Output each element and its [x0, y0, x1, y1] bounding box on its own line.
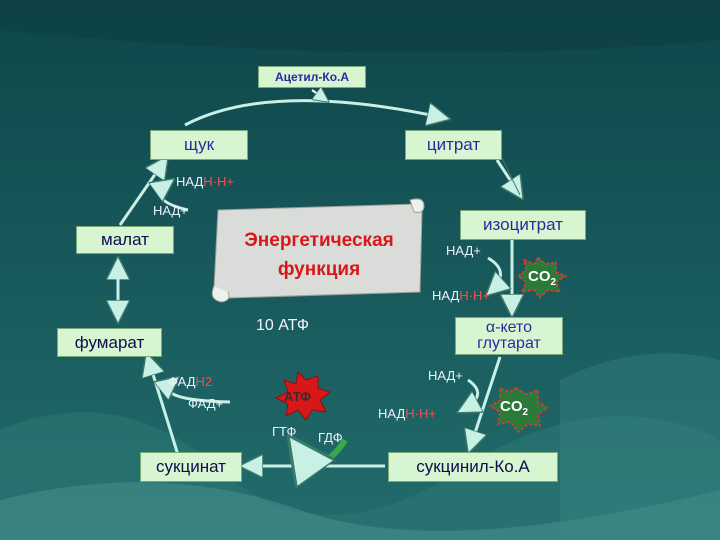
acetyl-coa-box: Ацетил-Ко.А — [258, 66, 366, 88]
energy-title-line2: функция — [277, 259, 361, 280]
nadh-suffix-2: Н·Н+ — [459, 288, 490, 303]
gtp-label: ГТФ — [272, 424, 297, 439]
co2-sub-2: 2 — [522, 407, 529, 418]
alpha-ketoglutarate-label-2: глутарат — [477, 335, 541, 352]
citrate-box: цитрат — [405, 130, 502, 160]
nad-prefix-3: НАД — [378, 406, 406, 421]
fumarate-label: фумарат — [74, 332, 145, 352]
co2-star-1 — [516, 256, 568, 300]
nad-plus-malate-label: НАД+ — [153, 203, 188, 218]
nadh-alpha-label: НАДН·Н+ — [378, 406, 436, 421]
atp-total-label: 10 АТФ — [256, 317, 310, 334]
energy-scroll — [211, 198, 425, 303]
nad-plus-alpha-label: НАД+ — [428, 368, 463, 383]
fad-plus-label: ФАД+ — [188, 396, 224, 411]
co2-sub-1: 2 — [550, 277, 557, 288]
fadh2-label: ФАДН2 — [168, 374, 212, 389]
arrow-nad-isocitrate — [488, 256, 501, 292]
arrow-alpha-ketoglutarate-to-succinyl-coa — [470, 356, 502, 448]
arrow-malate-to-oxaloacetate — [118, 160, 165, 226]
arrow-acetyl-coa — [311, 90, 326, 100]
arrow-nad-malate — [161, 182, 189, 212]
malate-label: малат — [101, 230, 149, 249]
arrow-nad-alpha-ketoglutarate — [462, 378, 478, 410]
energy-function-title: Энергетическая функция — [222, 226, 416, 284]
nad-plus-isocitrate-label: НАД+ — [446, 243, 481, 258]
gdp-label: ГДФ — [318, 430, 343, 445]
co2-star-2 — [488, 386, 550, 434]
succinyl-coa-box: сукцинил-Ко.А — [388, 452, 558, 482]
nad-prefix-2: НАД — [432, 288, 460, 303]
nadh-isocitrate-label: НАДН·Н+ — [432, 288, 490, 303]
nadh-malate-label: НАДН·Н+ — [176, 174, 234, 189]
arrow-fad-succinate — [169, 380, 231, 404]
atp-star — [274, 370, 332, 421]
co2-label-1: CO2 — [528, 268, 556, 288]
co2-text-2: CO — [500, 398, 523, 415]
energy-title-line1: Энергетическая — [244, 230, 394, 251]
alpha-ketoglutarate-box: α-кето глутарат — [455, 317, 563, 355]
arrow-succinate-to-fumarate — [148, 358, 180, 456]
nadh-suffix-3: Н·Н+ — [405, 406, 436, 421]
citrate-label: цитрат — [426, 135, 481, 154]
alpha-ketoglutarate-label-1: α-кето — [485, 319, 533, 336]
malate-box: малат — [76, 226, 174, 254]
succinate-box: сукцинат — [140, 452, 242, 482]
fumarate-box: фумарат — [57, 328, 162, 357]
nad-prefix-1: НАД — [176, 174, 204, 189]
atp-star-label: АТФ — [284, 389, 312, 404]
isocitrate-label: изоцитрат — [483, 215, 563, 234]
oxaloacetate-label: щук — [183, 135, 215, 154]
co2-label-2: CO2 — [500, 398, 528, 418]
acetyl-coa-label: Ацетил-Ко.А — [274, 70, 350, 84]
arrow-oxaloacetate-to-citrate — [184, 99, 445, 125]
fadh2-suffix: Н2 — [195, 374, 213, 389]
arrow-gdp-to-gtp — [295, 440, 348, 461]
isocitrate-box: изоцитрат — [460, 210, 586, 240]
nadh-suffix-1: Н·Н+ — [203, 174, 234, 189]
co2-text-1: CO — [528, 268, 551, 285]
arrow-citrate-to-isocitrate — [495, 159, 520, 195]
fad-prefix: ФАД — [168, 374, 196, 389]
succinate-label: сукцинат — [156, 457, 226, 476]
oxaloacetate-box: щук — [150, 130, 248, 160]
succinyl-coa-label: сукцинил-Ко.А — [416, 457, 530, 476]
